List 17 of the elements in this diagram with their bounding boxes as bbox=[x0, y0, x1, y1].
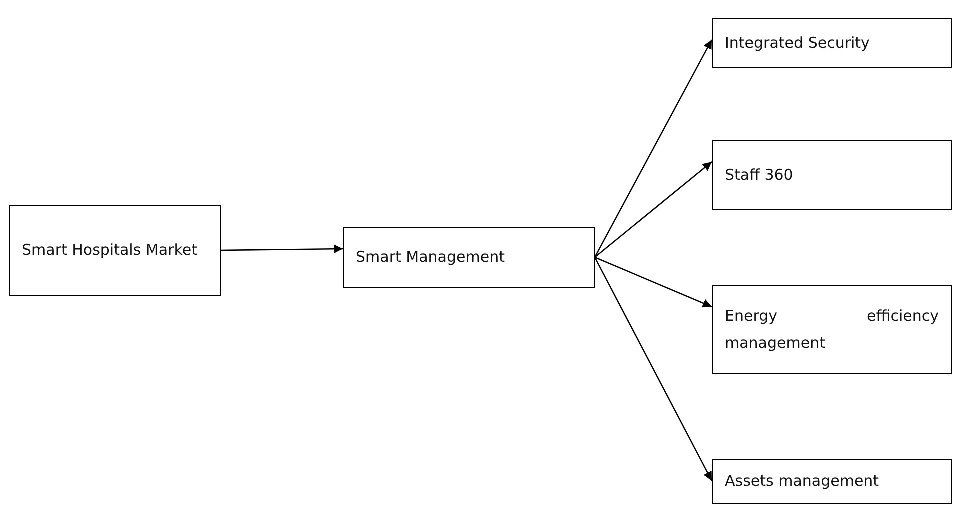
process-box bbox=[9, 205, 221, 296]
process-box bbox=[712, 459, 952, 504]
process-box bbox=[712, 140, 952, 210]
process-box bbox=[712, 18, 952, 68]
box-label: Integrated Security bbox=[725, 32, 871, 54]
arrow bbox=[221, 244, 343, 254]
arrow bbox=[594, 256, 712, 308]
process-box bbox=[343, 227, 595, 288]
process-box bbox=[712, 285, 952, 374]
box-label: Staff 360 bbox=[725, 164, 794, 186]
box-label: Smart Management bbox=[356, 247, 506, 268]
arrow bbox=[594, 162, 712, 258]
box-label: Energy efficiency management bbox=[725, 306, 939, 354]
box-label: Smart Hospitals Market bbox=[22, 240, 198, 261]
arrow bbox=[594, 257, 713, 482]
arrow bbox=[594, 40, 713, 258]
box-label: Assets management bbox=[725, 471, 880, 492]
